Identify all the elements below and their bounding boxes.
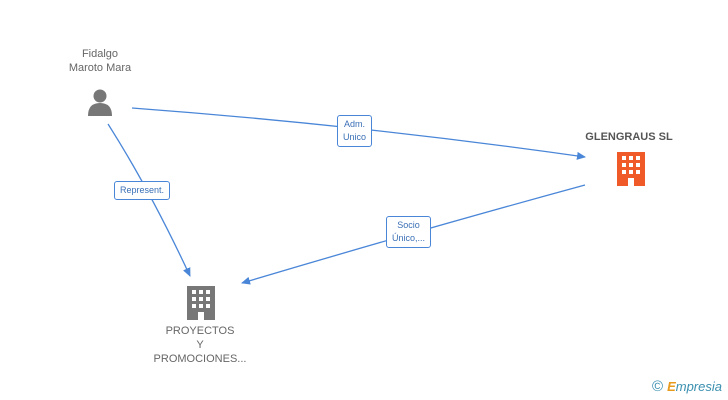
brand-footer: © Empresia [652, 378, 722, 395]
edge-label-adm-unico: Adm. Unico [337, 115, 373, 147]
copyright-icon: © [652, 378, 664, 395]
company-glengraus-label[interactable]: GLENGRAUS SL [585, 131, 673, 143]
person-icon[interactable] [88, 89, 112, 117]
person-name-label[interactable]: Fidalgo Maroto Mara [68, 48, 132, 74]
edge-represent [107, 123, 191, 277]
company-proyectos-label[interactable]: PROYECTOS Y PROMOCIONES... [153, 325, 247, 365]
edge-label-represent: Represent. [114, 181, 171, 200]
edge-label-socio-unico: Socio Único,... [386, 216, 432, 248]
brand-initial: E [667, 379, 676, 394]
building-icon-glengraus[interactable] [617, 152, 645, 186]
building-icon-proyectos[interactable] [187, 286, 215, 320]
brand-name: mpresia [675, 379, 722, 394]
